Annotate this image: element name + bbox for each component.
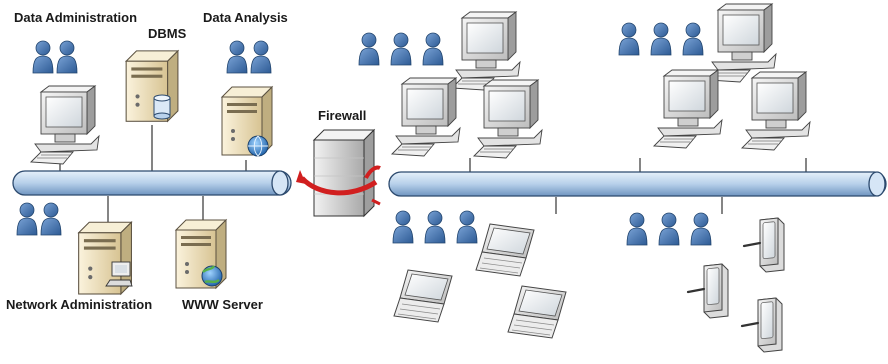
desktop-computer-icon — [451, 11, 521, 91]
user-icon — [650, 22, 672, 56]
label-dbms: DBMS — [148, 26, 187, 41]
user-icon — [682, 22, 704, 56]
network-administration-server — [78, 221, 133, 295]
desktop-computer-icon — [391, 77, 461, 157]
user-icon — [456, 210, 478, 244]
user-icon — [618, 22, 640, 56]
laptop-icon — [475, 223, 535, 277]
desktop-computer-icon — [30, 85, 100, 165]
tablet-icon — [740, 296, 784, 354]
laptop-icon — [393, 269, 453, 323]
mini-computer-icon — [105, 261, 133, 287]
user-icon — [226, 40, 248, 74]
user-icon — [250, 40, 272, 74]
user-icon — [32, 40, 54, 74]
label-firewall: Firewall — [318, 108, 367, 123]
left-network-pipe — [12, 170, 292, 196]
globe-icon — [201, 265, 223, 287]
tablet-icon — [686, 262, 730, 320]
user-icon — [40, 202, 62, 236]
user-icon — [690, 212, 712, 246]
user-icon — [56, 40, 78, 74]
user-icon — [422, 32, 444, 66]
firewall-icon — [296, 128, 381, 218]
data-analysis-server — [221, 86, 273, 157]
user-icon — [626, 212, 648, 246]
user-icon — [658, 212, 680, 246]
user-icon — [16, 202, 38, 236]
label-www-server: WWW Server — [182, 297, 263, 312]
database-icon — [153, 94, 171, 120]
user-icon — [424, 210, 446, 244]
user-icon — [392, 210, 414, 244]
laptop-icon — [507, 285, 567, 339]
desktop-computer-icon — [653, 69, 723, 149]
label-network-administration: Network Administration — [6, 297, 153, 312]
globe-icon — [247, 135, 269, 157]
right-network-pipe — [388, 171, 887, 197]
label-data-analysis: Data Analysis — [203, 10, 288, 25]
label-data-administration: Data Administration — [14, 10, 138, 25]
www-server — [175, 219, 227, 289]
user-icon — [358, 32, 380, 66]
user-icon — [390, 32, 412, 66]
dbms-server — [125, 50, 179, 122]
tablet-icon — [742, 216, 786, 274]
desktop-computer-icon — [741, 71, 811, 151]
desktop-computer-icon — [473, 79, 543, 159]
